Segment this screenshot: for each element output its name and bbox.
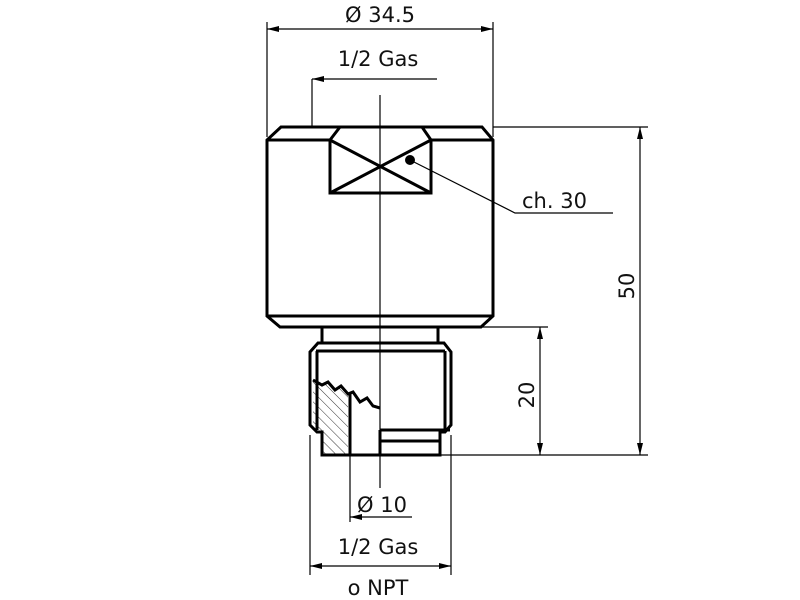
dimension-thread-length [438,326,548,455]
bore-diameter-label: Ø 10 [357,493,407,517]
dimension-top-thread [311,76,437,127]
bottom-thread-label: 1/2 Gas [338,535,419,559]
wrench-leader-line [409,159,613,214]
bottom-thread-alt-label: o NPT [348,576,409,600]
dimension-total-height [440,126,648,456]
dimension-outer-diameter [266,22,494,137]
top-thread-label: 1/2 Gas [338,47,419,71]
outer-diameter-label: Ø 34.5 [345,3,415,27]
thread-length-label: 20 [515,382,539,409]
dimension-bottom-thread [309,435,452,575]
dimension-bore-diameter [349,455,412,522]
wrench-size-label: ch. 30 [522,189,587,213]
total-height-label: 50 [615,273,639,300]
